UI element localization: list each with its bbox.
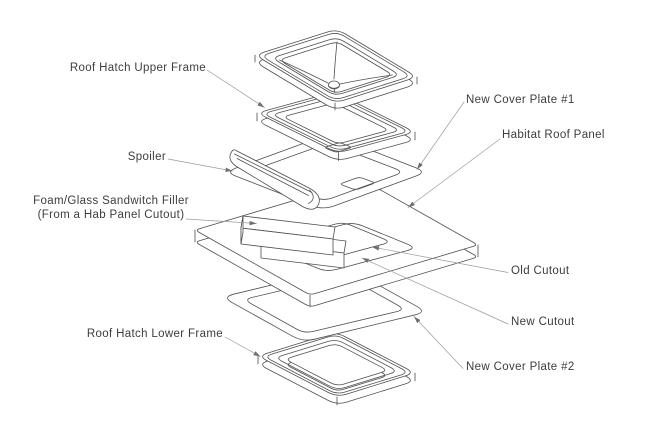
lower-frame-drawing (257, 333, 416, 406)
label-old-cutout: Old Cutout (511, 265, 570, 277)
leader-arrowhead (362, 258, 370, 263)
leader-arrowhead (249, 220, 257, 226)
leader-spoiler (167, 158, 233, 172)
leader-roof-hatch-lower-frame (224, 336, 261, 357)
label-roof-hatch-upper-frame: Roof Hatch Upper Frame (69, 62, 206, 74)
hatch-dome-lid-drawing (254, 30, 418, 111)
leader-habitat-roof-panel (407, 138, 501, 208)
leader-roof-hatch-upper-frame (206, 69, 265, 108)
leader-new-cover-plate-1 (416, 101, 465, 170)
label-foam-line1: Foam/Glass Sandwitch Filler (33, 195, 189, 207)
upper-frame-ring-drawing (256, 93, 416, 161)
leader-new-cutout (361, 257, 509, 325)
label-new-cutout: New Cutout (511, 316, 575, 328)
label-foam-glass-sandwich-filler: Foam/Glass Sandwitch Filler (From a Hab … (28, 195, 194, 222)
leader-foam-glass-sandwich-filler (185, 218, 257, 226)
label-habitat-roof-panel: Habitat Roof Panel (502, 129, 605, 141)
leader-arrowhead (225, 167, 233, 172)
leader-arrowhead (414, 316, 421, 324)
leader-arrowhead (257, 101, 265, 108)
spoiler-drawing (229, 149, 320, 210)
leader-lines (167, 69, 509, 369)
label-new-cover-plate-1: New Cover Plate #1 (466, 94, 575, 106)
leader-old-cutout (371, 246, 509, 273)
leader-new-cover-plate-2 (413, 316, 464, 369)
leader-arrowhead (408, 201, 415, 208)
foam-filler-drawing (240, 215, 347, 269)
label-foam-line2: (From a Hab Panel Cutout) (37, 208, 185, 221)
label-spoiler: Spoiler (127, 151, 166, 163)
leader-arrowhead (253, 351, 261, 357)
leader-arrowhead (372, 246, 380, 251)
leader-arrowhead (417, 162, 423, 170)
label-roof-hatch-lower-frame: Roof Hatch Lower Frame (86, 328, 223, 340)
label-new-cover-plate-2: New Cover Plate #2 (466, 361, 575, 373)
